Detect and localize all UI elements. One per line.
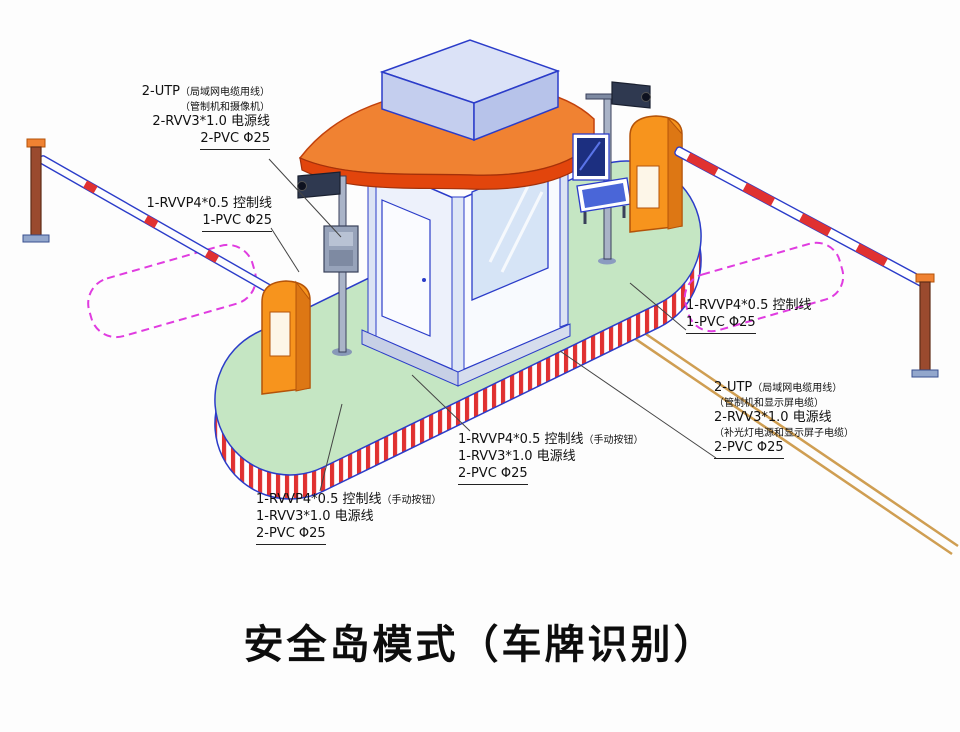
lpr-camera-left (297, 171, 341, 199)
vehicle-zone-left (87, 243, 257, 339)
annotation-right-mid: 1-RVVP4*0.5 控制线 1-PVC Φ25 (686, 298, 846, 334)
conduit-label: 1-PVC Φ25 (686, 315, 756, 334)
annotation-line: 1-RVVP4*0.5 控制线 (686, 298, 812, 313)
leader-line (559, 350, 717, 459)
cable-label: 2-UTP (141, 84, 180, 99)
leader-line (268, 158, 342, 238)
leader-line (270, 227, 300, 273)
annotation-top-left: 2-UTP（局域网电缆用线） （管制机和摄像机） 2-RVV3*1.0 电源线 … (118, 84, 270, 150)
barrier-cabinet-left (261, 280, 311, 395)
window-glare (488, 181, 532, 263)
annotation-left-mid: 1-RVVP4*0.5 控制线 1-PVC Φ25 (130, 196, 272, 232)
display-screen (572, 133, 610, 181)
leader-line (629, 282, 687, 331)
door-handle (422, 278, 426, 282)
annotation-line: 2-PVC Φ25 (458, 466, 678, 485)
annotation-line: 1-RVVP4*0.5 控制线 (146, 196, 273, 211)
annotation-line: 1-RVVP4*0.5 控制线（手动按钮） (458, 432, 678, 449)
annotation-line: （补光灯电源和显示屏子电缆） (714, 427, 854, 439)
annotation-line: 2-RVV3*1.0 电源线 (152, 113, 270, 129)
annotation-line: （管制机和摄像机） (180, 101, 270, 113)
cable-label: 2-UTP (714, 380, 753, 395)
road-edge-line (633, 328, 959, 556)
cabinet-panel (269, 311, 291, 357)
control-label: 1-RVVP4*0.5 控制线 (458, 432, 584, 447)
annotation-left-bottom: 1-RVVP4*0.5 控制线（手动按钮） 1-RVV3*1.0 电源线 2-P… (256, 492, 476, 545)
annotation-line: 1-RVV3*1.0 电源线 (256, 508, 374, 524)
barrier-cabinet-right (629, 115, 683, 233)
window-glare (500, 191, 544, 273)
diagram-title: 安全岛模式（车牌识别） (243, 622, 717, 668)
barrier-arm-right (674, 146, 929, 288)
conduit-label: 2-PVC Φ25 (200, 131, 270, 150)
annotation-line: 1-PVC Φ25 (686, 315, 846, 334)
leader-lines (268, 158, 717, 492)
camera-pole-right (572, 81, 651, 265)
guard-booth (298, 39, 595, 387)
annotation-line: 2-PVC Φ25 (256, 526, 476, 545)
booth-door (381, 199, 431, 337)
booth-edge-pillar-left (367, 160, 377, 339)
control-note: （手动按钮） (381, 495, 442, 506)
annotation-line: 1-PVC Φ25 (130, 213, 272, 232)
conduit-label: 2-PVC Φ25 (458, 466, 528, 485)
camera-lens (297, 181, 307, 191)
annotation-line: 2-PVC Φ25 (118, 131, 270, 150)
camera-lens (641, 92, 651, 102)
booth-corner-pillar (451, 196, 465, 375)
roof-equipment-box (379, 39, 561, 142)
led-display-panel (576, 177, 632, 224)
conduit-label: 2-PVC Φ25 (256, 526, 326, 545)
conduit-label: 1-PVC Φ25 (202, 213, 272, 232)
arm-rest-post-left (22, 138, 50, 243)
annotation-line: 1-RVV3*1.0 电源线 (458, 448, 576, 464)
cable-note: （局域网电缆用线） (752, 383, 843, 394)
lpr-camera-right (611, 81, 651, 109)
annotation-center-bottom: 1-RVVP4*0.5 控制线（手动按钮） 1-RVV3*1.0 电源线 2-P… (458, 432, 678, 485)
annotation-line: 2-UTP（局域网电缆用线） (714, 380, 944, 397)
annotation-line: 2-PVC Φ25 (714, 440, 944, 459)
booth-plinth-right (457, 323, 571, 387)
control-note: （手动按钮） (583, 435, 644, 446)
equipment-box (323, 225, 359, 273)
annotation-line: 1-RVVP4*0.5 控制线（手动按钮） (256, 492, 476, 509)
conduit-label: 2-PVC Φ25 (714, 440, 784, 459)
arm-rest-post-right (911, 273, 939, 378)
annotation-right-lower: 2-UTP（局域网电缆用线） （管制机和显示屏电缆） 2-RVV3*1.0 电源… (714, 380, 944, 459)
vehicle-zone-right (683, 241, 845, 333)
cabinet-panel (636, 165, 660, 209)
leader-line (319, 403, 343, 492)
control-label: 1-RVVP4*0.5 控制线 (256, 492, 382, 507)
annotation-line: （管制机和显示屏电缆） (714, 397, 824, 409)
annotation-line: 2-UTP（局域网电缆用线） (118, 84, 270, 101)
cable-note: （局域网电缆用线） (180, 87, 270, 98)
annotation-line: 2-RVV3*1.0 电源线 (714, 409, 832, 425)
booth-edge-pillar-right (559, 151, 569, 328)
leader-line (411, 374, 471, 432)
